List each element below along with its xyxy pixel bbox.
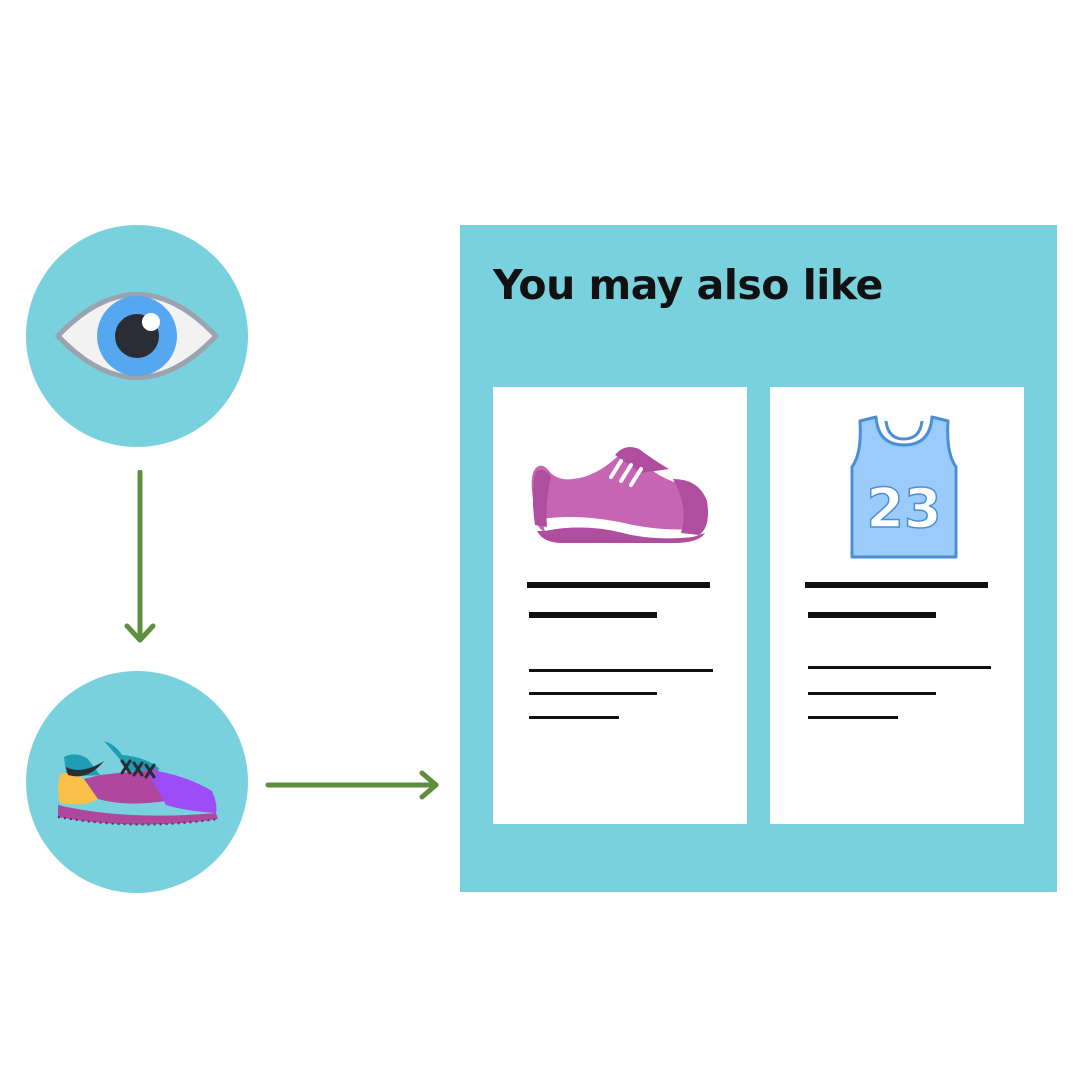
viewed-product-circle [26, 671, 248, 893]
recommended-product-card[interactable]: 23 [770, 387, 1024, 824]
arrow-down-icon [124, 470, 156, 643]
eye-icon [54, 292, 220, 380]
product-description-placeholder [805, 582, 991, 719]
basketball-jersey-icon: 23 [850, 415, 958, 559]
product-description-placeholder [527, 582, 713, 719]
recommended-product-card[interactable] [493, 387, 747, 824]
arrow-right-icon [265, 770, 439, 800]
sneaker-icon [531, 447, 708, 543]
recommendation-panel: You may also like [460, 225, 1057, 892]
viewed-step-circle [26, 225, 248, 447]
jersey-number: 23 [866, 477, 941, 540]
sneaker-icon [57, 741, 219, 826]
panel-title: You may also like [493, 261, 883, 309]
